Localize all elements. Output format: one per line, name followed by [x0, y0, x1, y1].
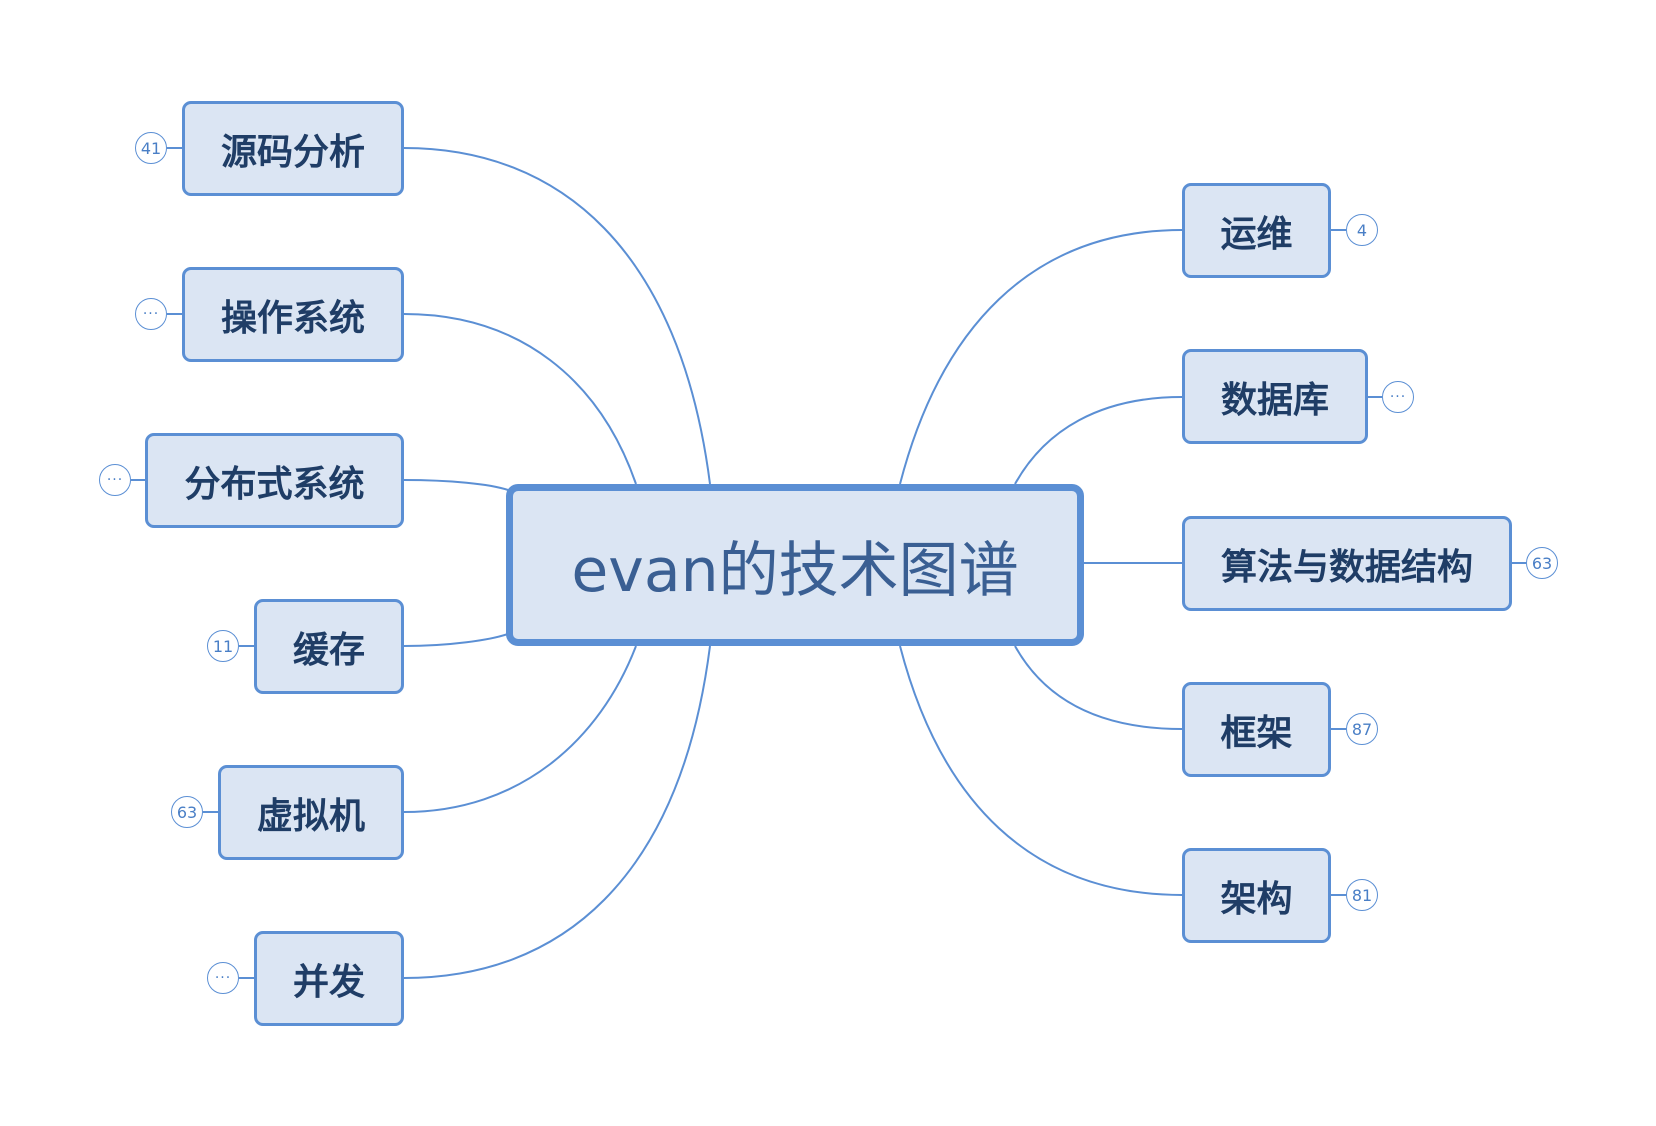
collapse-badge-distributed-system[interactable]: ··· — [99, 464, 131, 496]
connector-framework — [1014, 645, 1183, 730]
topic-operations[interactable]: 运维 — [1182, 183, 1331, 278]
collapse-badge-algorithms[interactable]: 63 — [1526, 547, 1558, 579]
collapse-badge-concurrency[interactable]: ··· — [207, 962, 239, 994]
connector-database — [1014, 396, 1183, 485]
connector-source-analysis — [403, 147, 711, 485]
collapse-badge-virtual-machine[interactable]: 63 — [171, 796, 203, 828]
collapse-badge-operations[interactable]: 4 — [1346, 214, 1378, 246]
collapse-badge-source-analysis[interactable]: 41 — [135, 132, 167, 164]
topic-architecture[interactable]: 架构 — [1182, 848, 1331, 943]
topic-concurrency[interactable]: 并发 — [254, 931, 404, 1026]
collapse-badge-cache[interactable]: 11 — [207, 630, 239, 662]
central-topic[interactable]: evan的技术图谱 — [506, 484, 1084, 646]
topic-database[interactable]: 数据库 — [1182, 349, 1368, 444]
topic-source-analysis[interactable]: 源码分析 — [182, 101, 404, 196]
connector-cache — [403, 633, 509, 647]
topic-algorithms-data-structures[interactable]: 算法与数据结构 — [1182, 516, 1512, 611]
connector-ops — [899, 229, 1183, 485]
topic-operating-system[interactable]: 操作系统 — [182, 267, 404, 362]
connector-vm — [403, 645, 637, 813]
connector-concurrency — [403, 645, 711, 979]
topic-framework[interactable]: 框架 — [1182, 682, 1331, 777]
collapse-badge-framework[interactable]: 87 — [1346, 713, 1378, 745]
connector-distributed — [403, 479, 509, 491]
topic-cache[interactable]: 缓存 — [254, 599, 404, 694]
connector-architecture — [899, 645, 1183, 896]
topic-distributed-system[interactable]: 分布式系统 — [145, 433, 404, 528]
connector-os — [403, 313, 637, 485]
collapse-badge-architecture[interactable]: 81 — [1346, 879, 1378, 911]
topic-virtual-machine[interactable]: 虚拟机 — [218, 765, 404, 860]
collapse-badge-database[interactable]: ··· — [1382, 381, 1414, 413]
collapse-badge-operating-system[interactable]: ··· — [135, 298, 167, 330]
